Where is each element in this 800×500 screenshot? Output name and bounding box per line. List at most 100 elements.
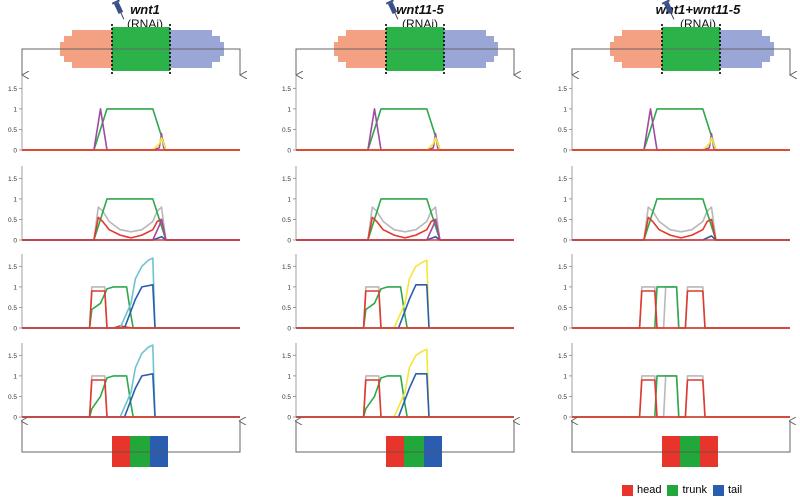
y-tick-label: 0.5 xyxy=(558,305,567,312)
y-tick-label: 1.5 xyxy=(558,264,567,271)
syringe-icon xyxy=(111,0,125,20)
y-tick-label: 1.5 xyxy=(558,176,567,183)
series-line-gray xyxy=(572,206,790,241)
y-tick-label: 0 xyxy=(563,148,567,155)
series-line-red xyxy=(572,216,790,241)
y-tick-label: 1 xyxy=(13,106,17,113)
series-line-green xyxy=(296,108,514,151)
syringe-icon xyxy=(385,0,399,20)
series-line-green xyxy=(22,108,240,151)
panel-r2-c1: 00.511.5 xyxy=(8,166,240,245)
y-tick-label: 0.5 xyxy=(282,217,291,224)
y-tick-label: 0.5 xyxy=(282,305,291,312)
panel-r1-c3: 00.511.5 xyxy=(558,76,790,155)
legend-label-tail: tail xyxy=(727,484,743,496)
legend-swatch-head xyxy=(622,484,633,496)
y-tick-label: 1.5 xyxy=(282,353,291,360)
series-line-blue xyxy=(22,372,240,418)
series-line-red xyxy=(296,216,514,241)
y-tick-label: 0 xyxy=(287,326,291,333)
series-line-gray xyxy=(296,375,514,418)
y-tick-label: 1 xyxy=(563,106,567,113)
series-line-gray xyxy=(296,206,514,241)
target-head-block xyxy=(662,436,680,467)
series-line-green xyxy=(572,108,790,151)
col-title-gene: wnt11-5 xyxy=(396,2,444,17)
target-diagram-2 xyxy=(296,421,514,467)
series-line-green xyxy=(296,198,514,241)
target-diagram-3 xyxy=(572,421,790,467)
y-tick-label: 0 xyxy=(287,148,291,155)
syringe-needle xyxy=(394,12,399,20)
y-tick-label: 0.5 xyxy=(8,305,17,312)
series-line-green xyxy=(22,375,240,418)
y-tick-label: 0.5 xyxy=(558,217,567,224)
y-tick-label: 1 xyxy=(287,106,291,113)
legend-label-head: head xyxy=(637,484,662,496)
syringe-plunger xyxy=(111,0,120,5)
y-tick-label: 0 xyxy=(563,415,567,422)
series-line-green xyxy=(22,286,240,329)
target-trunk-block xyxy=(404,436,424,467)
y-tick-label: 1.5 xyxy=(8,264,17,271)
syringe-barrel xyxy=(388,1,398,14)
panel-r1-c1: 00.511.5 xyxy=(8,76,240,155)
y-tick-label: 0.5 xyxy=(8,127,17,134)
series-line-gray xyxy=(22,206,240,241)
y-tick-label: 1 xyxy=(13,284,17,291)
target-head-block xyxy=(386,436,404,467)
target-trunk-block xyxy=(680,436,700,467)
series-line-green xyxy=(572,198,790,241)
legend-label-trunk: trunk xyxy=(682,484,707,496)
target-tail-block xyxy=(424,436,442,467)
target-head-block xyxy=(112,436,130,467)
series-line-red xyxy=(572,379,790,418)
syringe-needle xyxy=(120,12,125,20)
y-tick-label: 1 xyxy=(287,196,291,203)
y-tick-label: 1.5 xyxy=(282,86,291,93)
y-tick-label: 0 xyxy=(563,238,567,245)
col-title-gene: wnt1 xyxy=(130,2,160,17)
panel-r2-c2: 00.511.5 xyxy=(282,166,514,245)
panel-r2-c3: 00.511.5 xyxy=(558,166,790,245)
series-line-gray xyxy=(22,286,240,329)
y-tick-label: 1 xyxy=(563,373,567,380)
syringe-plunger xyxy=(385,0,394,5)
target-tail-block xyxy=(150,436,168,467)
domain-diagram-3 xyxy=(572,0,790,75)
panel-r3-c1: 0 0.5 1 1.5 xyxy=(8,254,240,333)
series-line-green xyxy=(572,286,790,329)
y-tick-label: 0.5 xyxy=(282,127,291,134)
series-line-purple xyxy=(22,218,240,241)
series-line-gray xyxy=(572,375,790,418)
y-tick-label: 1.5 xyxy=(558,353,567,360)
y-tick-label: 0.5 xyxy=(558,394,567,401)
series-line-blue xyxy=(22,283,240,329)
series-line-purple xyxy=(296,108,514,151)
y-tick-label: 0.5 xyxy=(8,217,17,224)
target-trunk-block xyxy=(130,436,150,467)
y-tick-label: 0.5 xyxy=(8,394,17,401)
domain-diagram-1 xyxy=(22,0,240,75)
series-line-blue xyxy=(296,283,514,329)
series-line-green xyxy=(296,375,514,418)
series-line-blue xyxy=(296,372,514,418)
series-line-gray xyxy=(296,286,514,329)
domain-diagram-2 xyxy=(296,0,514,75)
legend-item-trunk: trunk xyxy=(667,484,707,496)
y-tick-label: 1 xyxy=(563,284,567,291)
y-tick-label: 0 xyxy=(13,326,17,333)
syringe-barrel xyxy=(114,1,124,14)
syringe-icon xyxy=(661,0,675,20)
series-line-gray xyxy=(572,286,790,329)
legend-swatch-trunk xyxy=(667,484,679,496)
series-line-purple xyxy=(22,108,240,151)
y-tick-label: 1 xyxy=(287,284,291,291)
panel-r4-c1: 00.511.5 xyxy=(8,343,240,422)
series-line-green xyxy=(22,198,240,241)
y-tick-label: 1 xyxy=(287,373,291,380)
y-tick-label: 0 xyxy=(13,148,17,155)
y-tick-label: 0 xyxy=(13,415,17,422)
